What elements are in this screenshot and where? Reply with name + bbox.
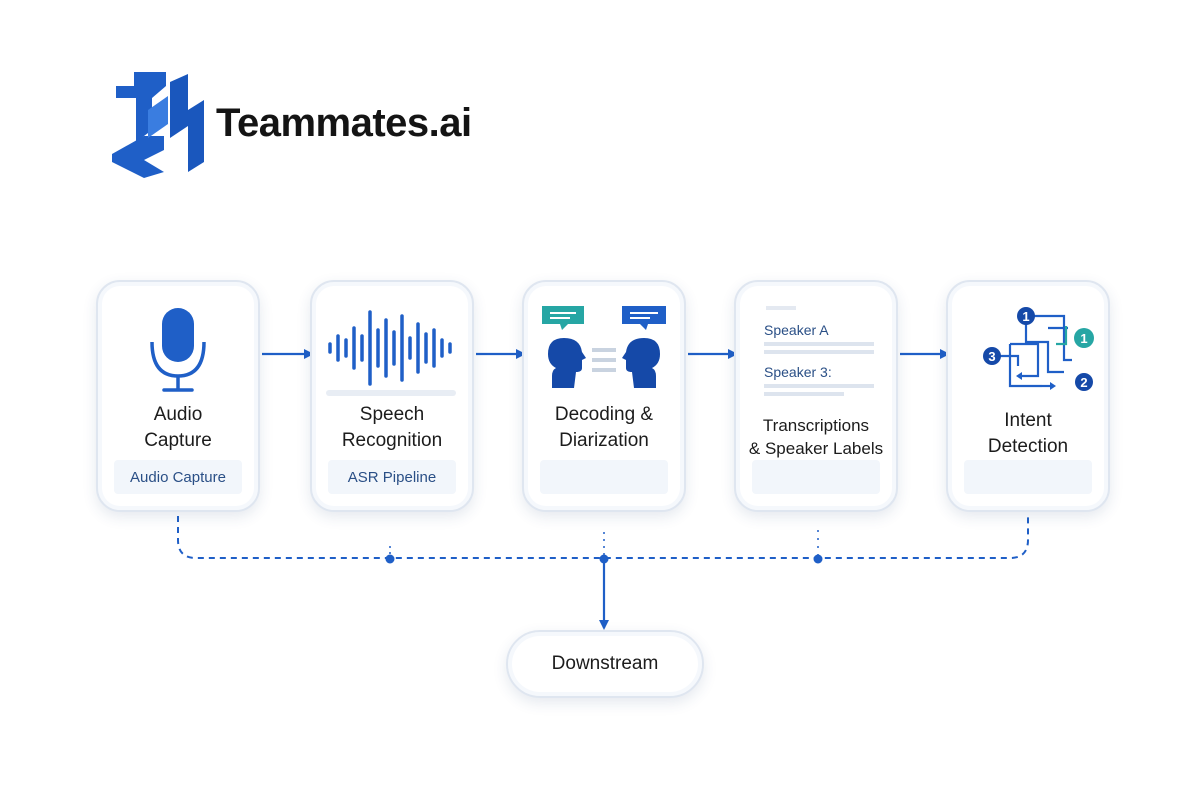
stage-footer-label <box>752 460 880 494</box>
stage-title: Intent Detection <box>987 410 1069 457</box>
intent-node-label: 3 <box>988 349 995 364</box>
stage-intent-detection: 1 1 3 2 Intent Detection <box>946 280 1110 512</box>
transcript-speaker-label: Speaker A <box>764 322 829 338</box>
stage-title: Decoding & Diarization <box>554 404 654 451</box>
stage-footer-label <box>964 460 1092 494</box>
stage-decoding-diarization: Decoding & Diarization <box>522 280 686 512</box>
bus-junction-dot <box>385 554 395 564</box>
stage-audio-capture: Audio Capture Audio Capture <box>96 280 260 512</box>
intent-node: 3 <box>983 347 1001 365</box>
stage-title: Speech Recognition <box>341 404 443 451</box>
stage-title: Audio Capture <box>144 404 212 451</box>
intent-node: 2 <box>1075 373 1093 391</box>
teammates-logo-icon <box>112 72 204 178</box>
stage-speech-recognition: Speech Recognition ASR Pipeline <box>310 280 474 512</box>
transcript-speaker-label: Speaker 3: <box>764 364 832 380</box>
transcript-line <box>764 392 844 396</box>
intent-node-label: 1 <box>1080 331 1087 346</box>
bus-junction-dot <box>813 554 823 564</box>
intent-node-label: 1 <box>1022 309 1029 324</box>
stage-footer-label: ASR Pipeline <box>328 460 456 494</box>
transcript-line <box>764 342 874 346</box>
dashed-bus-line <box>177 514 1029 559</box>
transcript-line <box>764 350 874 354</box>
transcript-header-bar <box>766 306 796 310</box>
downstream-node: Downstream <box>506 630 704 698</box>
bus-junction-dot <box>599 554 609 564</box>
microphone-icon <box>150 308 206 392</box>
stage-title: Transcriptions & Speaker Labels <box>748 416 884 458</box>
stage-transcriptions: Speaker A Speaker 3: Transcriptions & Sp… <box>734 280 898 512</box>
intent-node: 1 <box>1017 307 1035 325</box>
intent-node: 1 <box>1074 328 1094 348</box>
intent-graph-icon: 1 1 3 2 <box>983 307 1094 391</box>
stage-footer-label: Audio Capture <box>114 460 242 494</box>
transcript-line <box>764 384 874 388</box>
intent-node-label: 2 <box>1080 375 1087 390</box>
sound-wave-icon <box>326 310 456 396</box>
downstream-label: Downstream <box>551 653 659 674</box>
two-speakers-chat-icon <box>542 306 666 388</box>
stage-footer-label <box>540 460 668 494</box>
brand-logo: Teammates.ai <box>104 66 472 180</box>
brand-name: Teammates.ai <box>216 100 472 145</box>
